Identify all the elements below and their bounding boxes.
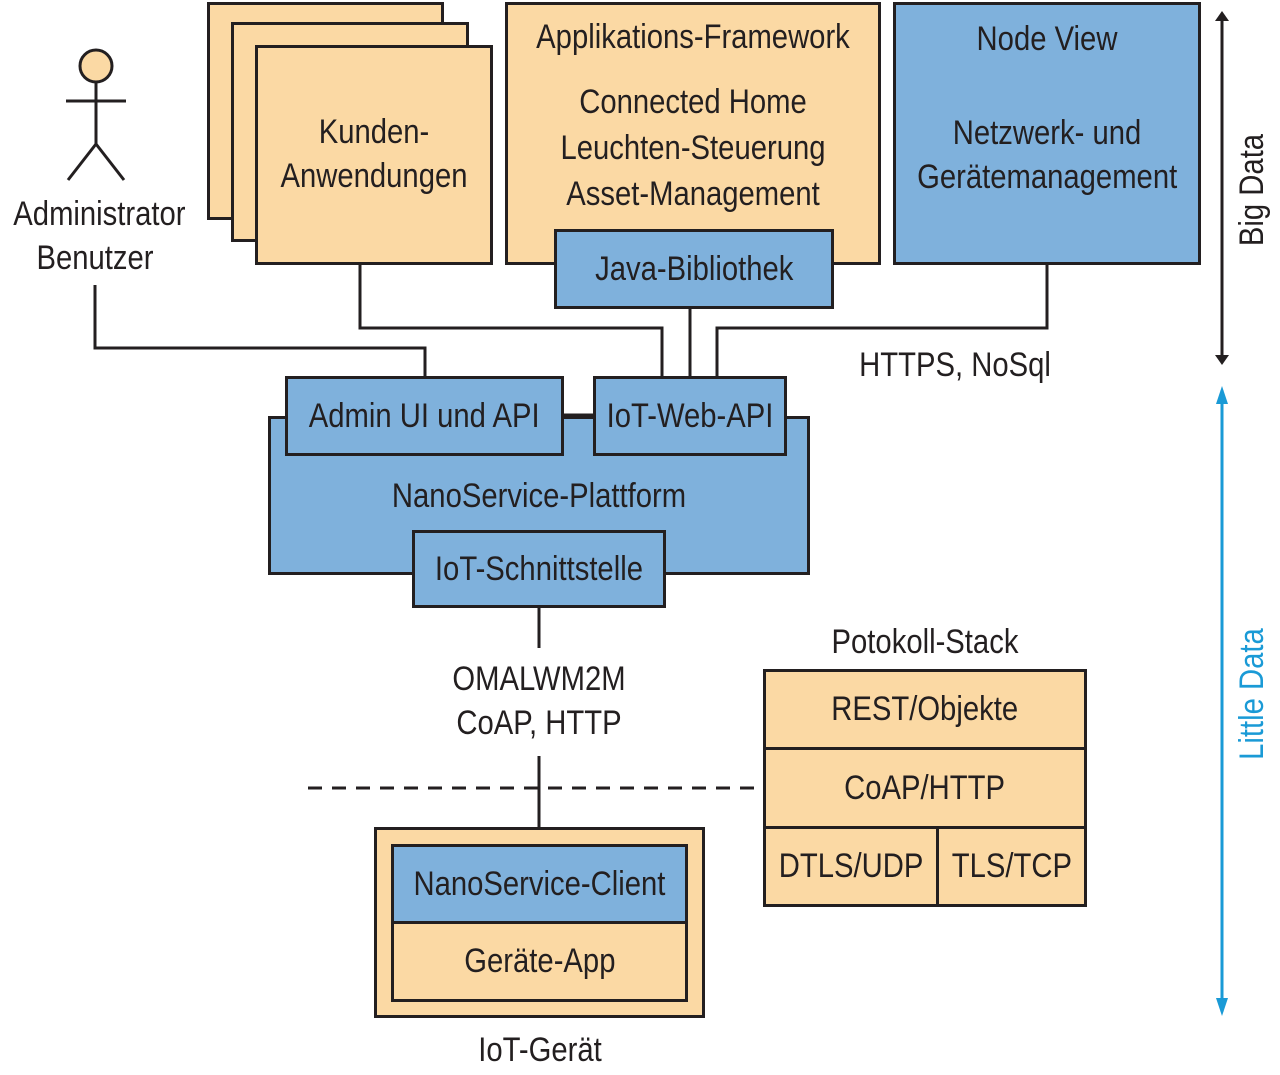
user-actor-icon — [66, 48, 126, 181]
iot-interface-box: IoT-Schnittstelle — [412, 530, 666, 608]
customer-apps-label: Kunden- Anwendungen — [274, 110, 474, 198]
connection-protocol-label: HTTPS, NoSql — [859, 346, 1051, 384]
app-framework-items: Connected Home Leuchten-Steuerung Asset-… — [534, 79, 852, 218]
protocols-line2: CoAP, HTTP — [456, 704, 622, 743]
iot-interface-label: IoT-Schnittstelle — [434, 549, 644, 588]
nodeview-to-webapi-line — [715, 265, 1049, 378]
stack-coap-label: CoAP/HTTP — [844, 768, 1006, 807]
java-library-label: Java-Bibliothek — [594, 249, 794, 288]
framework-item: Connected Home — [579, 83, 807, 121]
actor-to-admin-line — [93, 285, 427, 380]
protocols-line1: OMALWM2M — [452, 660, 626, 698]
framework-item: Leuchten-Steuerung — [560, 129, 826, 168]
apps-to-webapi-line — [358, 265, 664, 378]
actor-label-line1: Administrator — [13, 195, 186, 233]
iot-device-label: IoT-Gerät — [478, 1031, 602, 1069]
customer-apps-line2: Anwendungen — [280, 157, 468, 196]
device-app-box: Geräte-App — [391, 921, 688, 1002]
framework-item: Asset-Management — [566, 175, 820, 214]
admin-api-label: Admin UI und API — [309, 396, 540, 435]
stack-dtls-layer: DTLS/UDP — [763, 826, 939, 907]
protocol-stack-title: Potokoll-Stack — [831, 623, 1019, 661]
actor-label-line2: Benutzer — [36, 239, 154, 278]
device-app-label: Geräte-App — [463, 942, 616, 980]
admin-api-box: Admin UI und API — [285, 376, 564, 456]
stack-rest-layer: REST/Objekte — [763, 669, 1087, 750]
node-view-box: Node View Netzwerk- und Gerätemanagement — [893, 2, 1201, 265]
node-view-line1: Netzwerk- und — [952, 114, 1142, 152]
java-library-box: Java-Bibliothek — [554, 229, 834, 309]
platform-name: NanoService-Plattform — [391, 477, 687, 515]
node-view-line2: Gerätemanagement — [917, 158, 1178, 197]
nanoservice-client-label: NanoService-Client — [413, 864, 666, 903]
stack-dtls-label: DTLS/UDP — [778, 847, 924, 885]
little-data-arrow-bottom — [1216, 998, 1228, 1016]
nanoservice-client-box: NanoService-Client — [391, 844, 688, 924]
little-data-label: Little Data — [1233, 628, 1271, 760]
customer-apps-box: Kunden- Anwendungen — [255, 45, 493, 265]
stack-coap-layer: CoAP/HTTP — [763, 747, 1087, 829]
stack-tls-layer: TLS/TCP — [936, 826, 1087, 907]
actor-label: Administrator Benutzer — [13, 192, 186, 280]
protocols-label: OMALWM2M CoAP, HTTP — [419, 657, 658, 745]
little-data-arrow-top — [1216, 386, 1228, 404]
web-api-box: IoT-Web-API — [593, 376, 787, 456]
app-framework-title: Applikations-Framework — [536, 18, 850, 56]
node-view-description: Netzwerk- und Gerätemanagement — [917, 111, 1177, 199]
app-framework-box: Applikations-Framework Connected Home Le… — [505, 2, 881, 265]
web-api-label: IoT-Web-API — [606, 396, 774, 435]
node-view-title: Node View — [976, 20, 1118, 58]
stack-tls-label: TLS/TCP — [951, 847, 1072, 885]
customer-apps-line1: Kunden- — [318, 113, 430, 151]
stack-rest-label: REST/Objekte — [831, 690, 1019, 728]
big-data-label: Big Data — [1233, 133, 1271, 247]
